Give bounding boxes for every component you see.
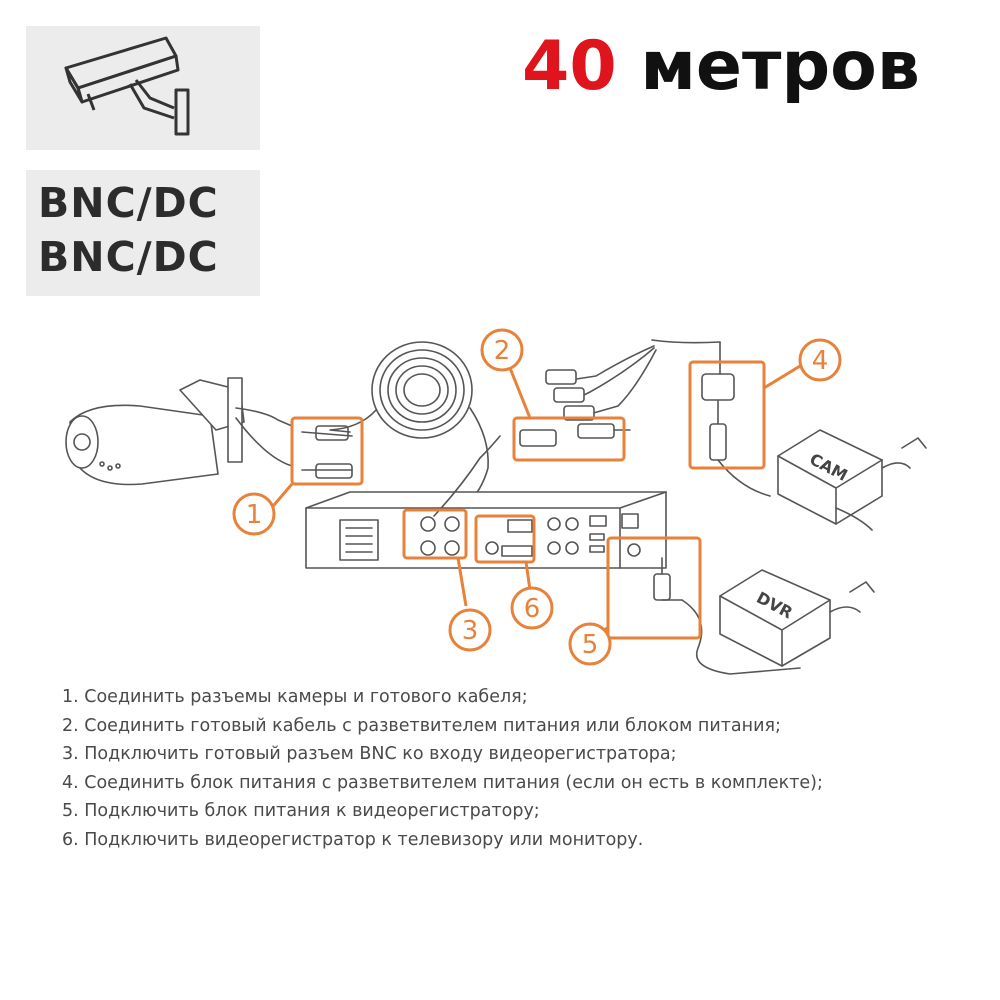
instruction-step: 3. Подключить готовый разъем BNC ко вход… xyxy=(62,740,962,769)
connector-label-2: BNC/DC xyxy=(38,234,258,280)
cam-power-adapter-icon xyxy=(778,430,926,530)
dvr-power-adapter-icon xyxy=(720,570,874,666)
wiring-illustration: 1 2 4 3 6 5 CAM DVR xyxy=(30,318,970,698)
instruction-step: 5. Подключить блок питания к видеорегист… xyxy=(62,797,962,826)
bullet-camera-icon xyxy=(66,378,292,485)
cable-length-headline: 40 метров xyxy=(522,22,962,112)
callout-5: 5 xyxy=(582,630,599,660)
callout-1: 1 xyxy=(246,500,263,530)
callout-2: 2 xyxy=(494,336,511,366)
cable-length-number: 40 xyxy=(522,27,617,106)
cctv-camera-icon xyxy=(26,26,260,150)
connector-label-1: BNC/DC xyxy=(38,180,258,226)
dvr-recorder-icon xyxy=(306,436,666,568)
instruction-step: 1. Соединить разъемы камеры и готового к… xyxy=(62,683,962,712)
instruction-list: 1. Соединить разъемы камеры и готового к… xyxy=(62,683,962,854)
instruction-step: 2. Соединить готовый кабель с разветвите… xyxy=(62,712,962,741)
connector-label-panel: BNC/DC BNC/DC xyxy=(26,170,260,296)
camera-icon-panel xyxy=(26,26,260,150)
callout-6: 6 xyxy=(524,594,541,624)
callout-4: 4 xyxy=(812,346,829,376)
callout-3: 3 xyxy=(462,616,479,646)
connection-diagram: 1 2 4 3 6 5 CAM DVR xyxy=(30,318,970,698)
instruction-step: 4. Соединить блок питания с разветвителе… xyxy=(62,769,962,798)
cable-length-unit: метров xyxy=(640,27,920,106)
cable-coil-icon xyxy=(330,342,488,506)
instruction-step: 6. Подключить видеорегистратор к телевиз… xyxy=(62,826,962,855)
